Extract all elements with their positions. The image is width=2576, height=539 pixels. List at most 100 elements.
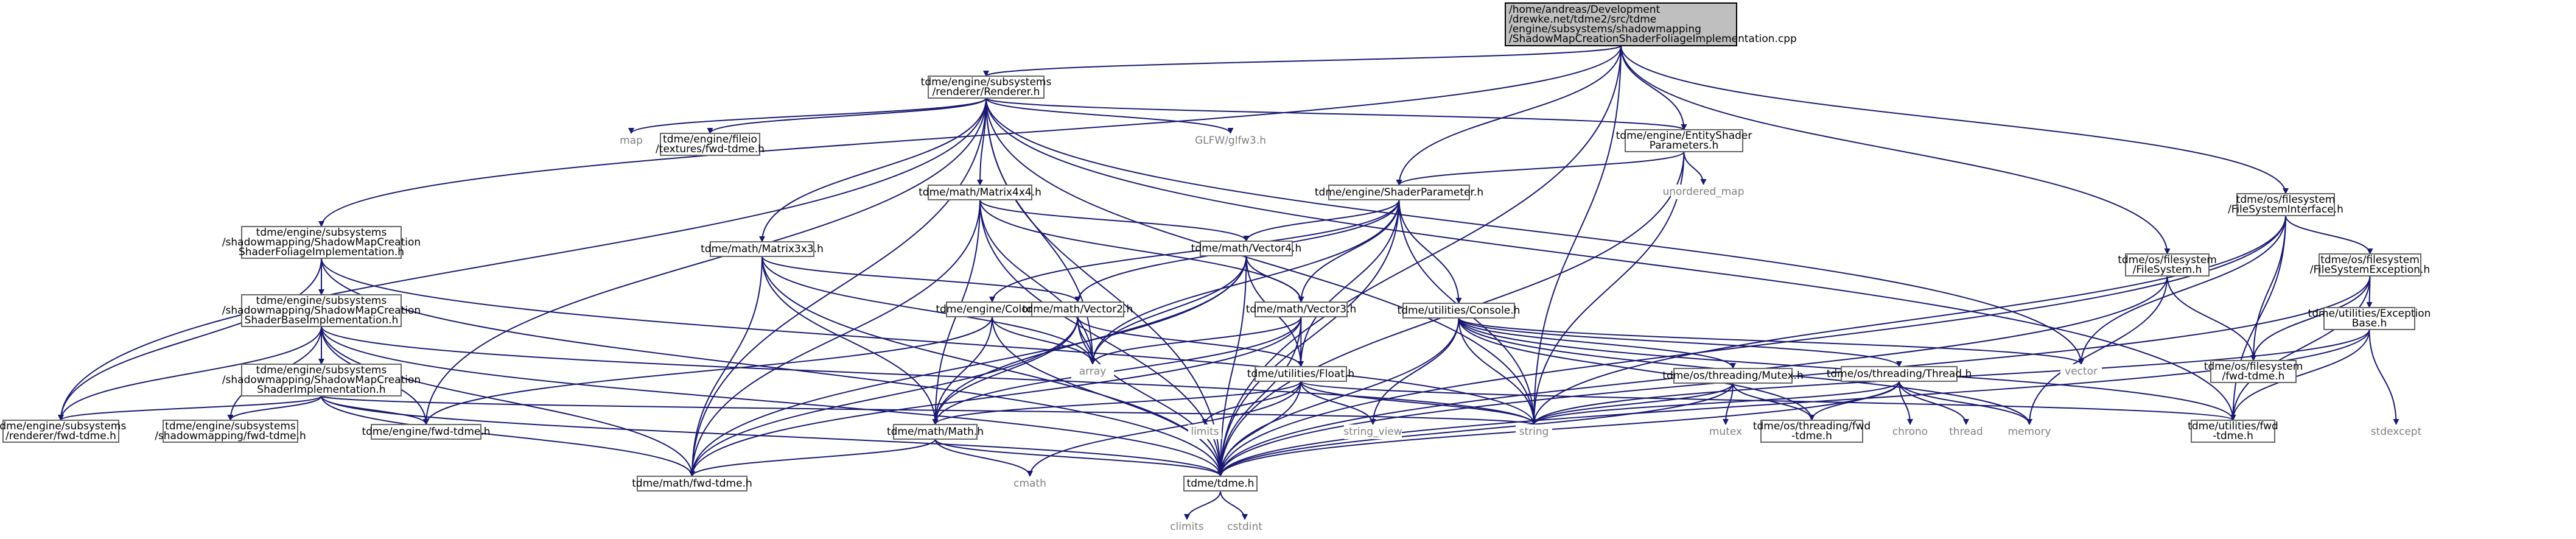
node-box [1344,425,1402,439]
node-math-h[interactable]: tdme/math/Math.h [887,424,984,440]
edge-entity_shader_params-to-unordered_map [1683,151,1707,185]
node-engine-fwd[interactable]: tdme/engine/fwd-tdme.h [362,424,491,440]
node-box [2060,364,2102,379]
node-label-line: /home/andreas/Development [1509,4,1660,16]
edge-renderer-to-math_fwd [689,97,987,477]
edge-smc_foliage_h-to-string [321,258,1537,425]
edge-smc_base_h-to-tdme_h [321,326,1223,477]
node-box [1516,425,1552,439]
edge-matrix3x3-to-math_fwd [689,256,763,477]
edge-matrix4x4-to-math_fwd [689,199,981,477]
node-tdme-h[interactable]: tdme/tdme.h [1183,476,1258,491]
edge-thread-to-string [1531,381,1900,425]
node-console[interactable]: tdme/utilities/Console.h [1398,303,1521,319]
edge-console-to-thread [1458,317,1902,367]
node-thread[interactable]: tdme/os/threading/Thread.h [1827,366,1972,382]
node-label-line: /shadowmapping/fwd-tdme.h [155,430,306,442]
node-label-line: ShaderBaseImplementation.h [245,314,399,326]
node-cmath: cmath [1012,476,1048,491]
node-float-h[interactable]: tdme/utilities/Float.h [1247,366,1354,382]
edge-root-to-shader_parameter [1396,45,1622,186]
node-fileio-fwd[interactable]: tdme/engine/fileio/textures/fwd-tdme.h [656,133,765,156]
node-matrix4x4[interactable]: tdme/math/Matrix4x4.h [919,185,1041,200]
node-box [1328,185,1470,200]
node-renderer-fwd[interactable]: tdme/engine/subsystems/renderer/fwd-tdme… [0,420,126,443]
edge-root-to-renderer [983,45,1622,77]
node-label-line: Base.h [2352,317,2387,329]
node-matrix3x3[interactable]: tdme/math/Matrix3x3.h [701,241,824,257]
node-math-fwd[interactable]: tdme/math/fwd-tdme.h [632,476,752,491]
edge-root-to-smc_foliage_h [318,45,1622,227]
node-label-line: ShaderFoliageImplementation.h [239,246,404,258]
node-label-line: chrono [1892,426,1928,438]
node-utilities-fwd[interactable]: tdme/utilities/fwd-tdme.h [2188,420,2278,443]
edge-entity_shader_params-to-shader_parameter [1396,151,1685,186]
edge-float_h-to-tdme_h [1217,381,1301,477]
node-smc-impl-h[interactable]: tdme/engine/subsystems/shadowmapping/Sha… [222,364,421,396]
edge-mutex-to-string [1531,382,1734,425]
node-box [1708,425,1743,439]
node-threading-fwd[interactable]: tdme/os/threading/fwd-tdme.h [1753,420,1871,443]
node-box [1188,425,1222,439]
edge-vector4-to-vector3 [1245,255,1304,303]
edge-filesystem_h-to-memory [2026,275,2168,425]
node-label-line: /FileSystemInterface.h [2228,203,2343,216]
node-label-line: tdme/engine/subsystems [256,227,387,239]
edge-math_h-to-math_fwd [689,439,936,477]
node-label-line: tdme/os/filesystem [2118,254,2217,266]
node-shader-parameter[interactable]: tdme/engine/ShaderParameter.h [1315,185,1483,200]
node-vector4[interactable]: tdme/math/Vector4.h [1191,241,1302,256]
node-label-line: mutex [1709,426,1742,438]
node-box [2,420,119,443]
node-renderer[interactable]: tdme/engine/subsystems/renderer/Renderer… [921,76,1052,99]
node-smc-foliage-h[interactable]: tdme/engine/subsystems/shadowmapping/Sha… [222,226,421,259]
edge-matrix3x3-to-math_h [761,256,939,425]
edge-exception_base-to-utilities_fwd [2230,329,2370,421]
node-label-line: cstdint [1227,521,1262,533]
node-label-line: string [1519,426,1549,438]
node-shadowmapping-fwd[interactable]: tdme/engine/subsystems/shadowmapping/fwd… [155,420,306,443]
edge-root-to-tdme_h [1217,45,1622,477]
node-mutex[interactable]: tdme/os/threading/Mutex.h [1662,368,1804,384]
node-box [241,364,402,396]
edge-renderer-to-string [985,97,1537,425]
node-label-line: /FileSystem.h [2133,264,2202,276]
node-root[interactable]: /home/andreas/Development/drewke.net/tdm… [1505,2,1797,46]
node-smc-base-h[interactable]: tdme/engine/subsystems/shadowmapping/Sha… [222,294,421,327]
node-vector3[interactable]: tdme/math/Vector3.h [1246,301,1357,317]
edge-fs_interface-to-string [1531,215,2286,425]
node-box [618,133,645,148]
node-box [2009,425,2050,439]
node-box [1892,425,1928,439]
edge-shader_parameter-to-color4 [989,199,1400,303]
edge-mutex-to-threading_fwd [1732,382,1815,421]
node-label-line: unordered_map [1662,186,1744,198]
edge-float_h-to-cmath [1027,381,1301,477]
edge-smc_base_h-to-math_fwd [321,326,695,477]
node-fs-interface[interactable]: tdme/os/filesystem/FileSystemInterface.h [2228,193,2343,216]
node-box [1671,185,1736,199]
node-label-line: /FileSystemException.h [2310,264,2430,276]
node-label-line: /renderer/fwd-tdme.h [5,430,116,442]
node-filesystem-h[interactable]: tdme/os/filesystem/FileSystem.h [2118,253,2217,277]
edge-renderer-to-engine_fwd [423,97,987,425]
node-label-line: GLFW/glfw3.h [1195,135,1266,147]
edge-color4-to-tdme_h [992,316,1223,477]
edge-console-to-vector [1458,317,2084,365]
node-unordered-map: unordered_map [1662,185,1745,199]
node-label-line: tdme/engine/subsystems [921,76,1052,88]
edge-shader_parameter-to-vector4 [1243,199,1400,242]
node-box [893,424,978,440]
node-label-line: tdme/tdme.h [1187,477,1255,490]
node-label-line: string_view [1343,426,1402,438]
node-vector2[interactable]: tdme/math/Vector2.h [1023,301,1133,317]
edge-smc_impl_h-to-string [321,395,1537,425]
node-array: array [1071,364,1114,379]
edge-vector3-to-array [1090,316,1302,365]
node-box [1505,2,1737,46]
node-fs-exception[interactable]: tdme/os/filesystem/FileSystemException.h [2310,253,2430,277]
edge-thread-to-thread_std [1899,381,1969,425]
node-fs-fwd[interactable]: tdme/os/filesystem/fwd-tdme.h [2204,360,2303,383]
